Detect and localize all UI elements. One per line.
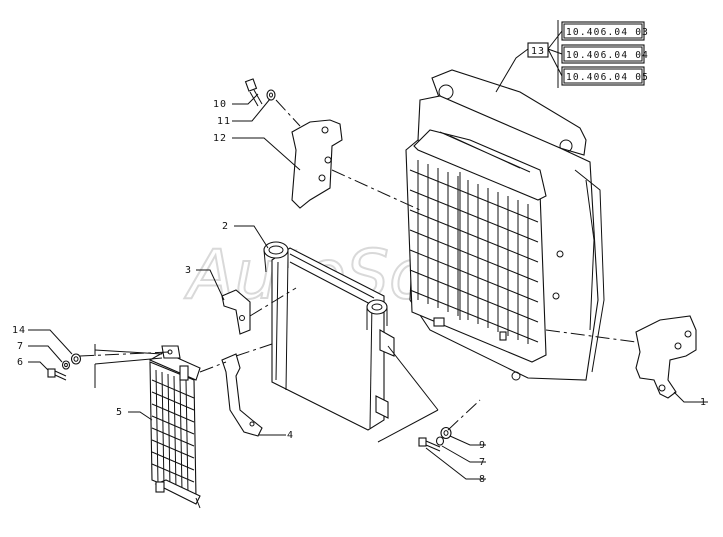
bolt-10: [244, 78, 263, 107]
assembly-lines: [79, 99, 637, 431]
callout-9: 9: [479, 440, 486, 451]
bracket-3: [221, 289, 251, 335]
hardware-left: [47, 353, 82, 381]
mount-markers: [94, 344, 439, 443]
callout-12: 12: [213, 133, 227, 144]
bolt-6: [47, 368, 67, 381]
bolt-8: [418, 437, 441, 452]
callout-labels: 10 11 12 2 3 4 5 14 7 6 9 7 9 8 1: [12, 99, 707, 468]
callout-2: 2: [222, 221, 229, 232]
callout-1: 1: [700, 397, 707, 408]
nut-9: [440, 426, 452, 440]
callout-14: 14: [12, 325, 26, 336]
washer-7-right: [435, 436, 445, 446]
callout-8-number: 8: [479, 474, 486, 485]
callout-3: 3: [185, 265, 192, 276]
oil-cooler-tubes: [151, 369, 195, 495]
nut-14: [70, 353, 82, 365]
callout-7-left: 7: [17, 341, 24, 352]
callout-13: 13: [531, 46, 545, 57]
leader-lines: [28, 30, 708, 480]
reference-box-1: 10.406.04 03: [561, 21, 649, 41]
radiator-core-fins: [409, 160, 539, 344]
reference-box-3: 10.406.04 05: [561, 66, 649, 86]
callout-6: 6: [17, 357, 24, 368]
washer-7-left: [61, 360, 71, 370]
washer-11: [266, 89, 276, 101]
callout-7-right: 7: [479, 457, 486, 468]
callout-5: 5: [116, 407, 123, 418]
intercooler-2: [263, 241, 395, 431]
reference-box-2: 10.406.04 04: [561, 44, 649, 64]
callout-4: 4: [287, 430, 294, 441]
reference-code-2: 10.406.04 04: [566, 50, 649, 61]
bracket-1: [635, 315, 697, 399]
reference-code-3: 10.406.04 05: [566, 72, 649, 83]
callout-11: 11: [217, 116, 231, 127]
bracket-4: [221, 353, 263, 437]
reference-group-13: 13 10.406.04 03 10.406.04 04 10.406.04 0…: [527, 20, 649, 88]
callout-10: 10: [213, 99, 227, 110]
bracket-12: [291, 119, 343, 209]
hardware-right: [418, 426, 452, 452]
oil-cooler-5: [148, 345, 201, 509]
radiator-assembly: [405, 69, 605, 381]
reference-code-1: 10.406.04 03: [566, 27, 649, 38]
